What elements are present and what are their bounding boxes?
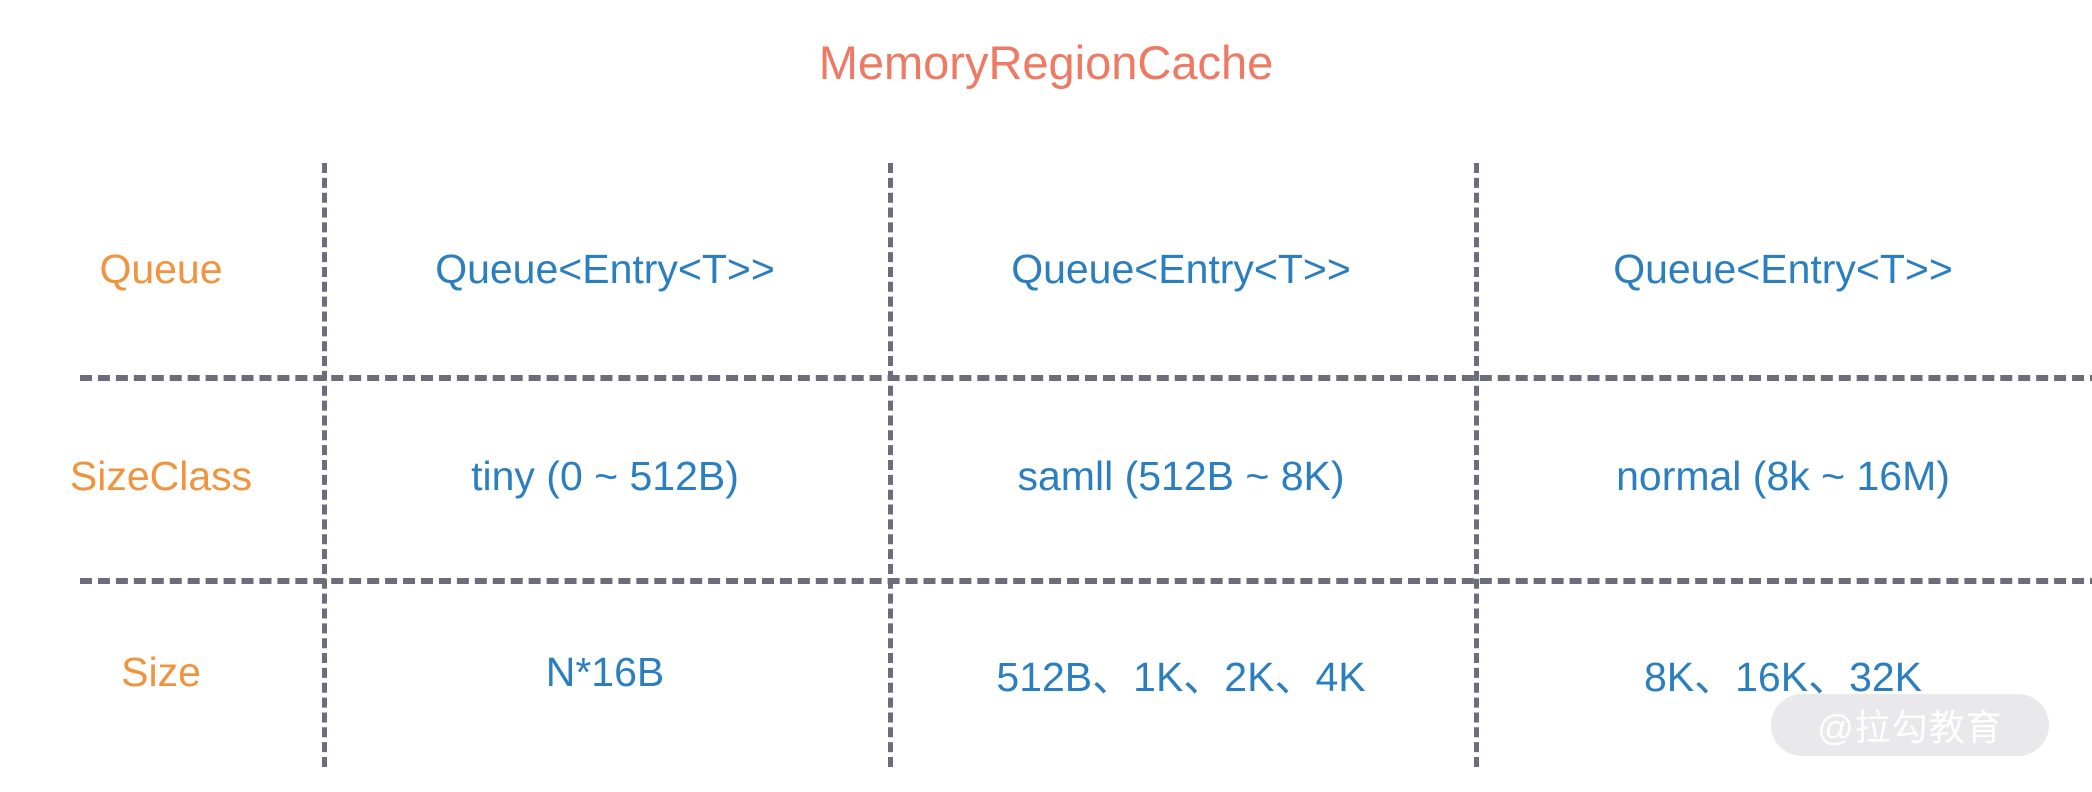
diagram-title: MemoryRegionCache [818, 36, 1274, 89]
row-label-sizeclass: SizeClass [69, 453, 253, 499]
column-divider-2 [888, 163, 893, 767]
cell-queue-small: Queue<Entry<T>> [1011, 245, 1351, 292]
cell-size-small: 512B、1K、2K、4K [996, 653, 1366, 700]
column-divider-3 [1474, 163, 1479, 767]
cell-sizeclass-tiny: tiny (0 ~ 512B) [471, 453, 739, 499]
row-label-size: Size [121, 649, 201, 695]
row-label-queue: Queue [99, 245, 223, 292]
row-divider-2 [80, 578, 2092, 584]
column-divider-1 [322, 163, 327, 767]
cell-sizeclass-normal: normal (8k ~ 16M) [1616, 453, 1950, 499]
cell-queue-normal: Queue<Entry<T>> [1613, 245, 1953, 292]
cell-queue-tiny: Queue<Entry<T>> [435, 245, 775, 292]
cell-size-normal: 8K、16K、32K [1643, 653, 1923, 700]
row-divider-1 [80, 375, 2092, 381]
cell-size-tiny: N*16B [545, 649, 665, 695]
cell-sizeclass-small: samll (512B ~ 8K) [1017, 453, 1345, 499]
